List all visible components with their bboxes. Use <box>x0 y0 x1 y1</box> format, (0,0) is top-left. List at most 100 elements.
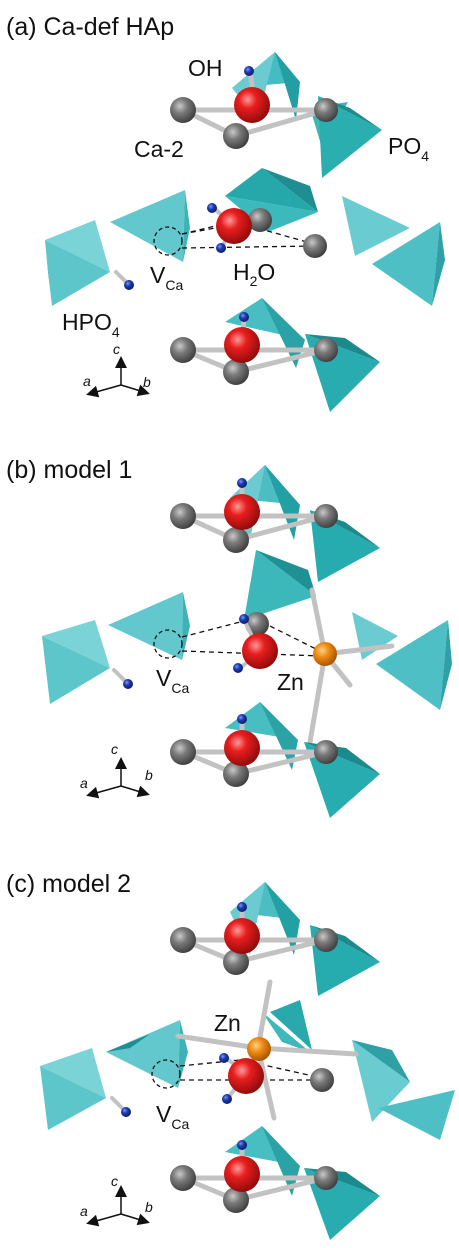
hydrogen-atom <box>239 614 249 624</box>
calcium-vacancy <box>153 226 183 256</box>
axis-triad <box>86 356 150 398</box>
oxygen-atom <box>216 208 252 244</box>
vacancy-dashed-bonds <box>181 619 323 657</box>
hydrogen-atom <box>237 902 247 912</box>
calcium-atom <box>223 1187 249 1213</box>
calcium-atom <box>223 123 249 149</box>
axis-triad <box>86 1185 150 1227</box>
hydrogen-atom <box>219 1053 229 1063</box>
calcium-atom <box>223 359 249 385</box>
hydrogen-atom <box>123 679 133 689</box>
vca-label-main: V <box>150 262 166 288</box>
po4-tetrahedron <box>42 620 110 704</box>
hpo4-label-main: HPO <box>62 309 112 335</box>
h2o-label-o: O <box>257 259 275 285</box>
hydrogen-atom <box>222 1094 232 1104</box>
calcium-atom <box>314 504 338 528</box>
hydrogen-atom <box>239 312 249 322</box>
zn-label: Zn <box>277 669 304 695</box>
calcium-atom <box>314 98 338 122</box>
calcium-atom <box>170 739 196 765</box>
panel-b-title: (b) model 1 <box>6 456 132 484</box>
calcium-vacancy <box>151 1059 181 1089</box>
axis-a-label: a <box>80 775 88 791</box>
hydrogen-atom <box>216 243 226 253</box>
hpo4-tetrahedron <box>45 220 110 306</box>
calcium-atom <box>314 1166 338 1190</box>
h2o-label-sub: 2 <box>250 273 258 289</box>
panel-a: (a) Ca-def HAp <box>6 13 445 412</box>
po4-tetrahedron <box>352 1040 455 1140</box>
po4-tetrahedron <box>110 190 190 262</box>
hydrogen-atom <box>237 714 247 724</box>
axis-a-label: a <box>83 373 91 389</box>
hpo4-label-sub: 4 <box>112 324 120 340</box>
axis-b-label: b <box>145 767 153 783</box>
calcium-atom <box>223 761 249 787</box>
calcium-atom <box>223 527 249 553</box>
calcium-atom <box>170 503 196 529</box>
zinc-atom <box>313 642 337 666</box>
vca-label-sub: Ca <box>171 1116 189 1132</box>
po4-tetrahedron <box>108 592 190 660</box>
panel-a-title: (a) Ca-def HAp <box>6 13 174 41</box>
vca-label-main: V <box>156 1101 172 1127</box>
panel-c: (c) model 2 <box>6 870 455 1240</box>
po4-tetrahedron <box>342 196 445 306</box>
axis-b-label: b <box>145 1199 153 1215</box>
calcium-atom <box>170 97 196 123</box>
hydrogen-atom <box>121 1107 131 1117</box>
hydrogen-atom <box>237 478 247 488</box>
oxygen-atom <box>234 87 270 123</box>
hydrogen-atom <box>237 1140 247 1150</box>
vca-label: VCa <box>156 1101 189 1132</box>
po4-label: PO4 <box>388 133 429 164</box>
axis-c-label: c <box>111 741 118 757</box>
vca-label-sub: Ca <box>165 277 183 293</box>
axis-triad <box>86 757 150 799</box>
vca-label: VCa <box>150 262 183 293</box>
axis-a-label: a <box>80 1203 88 1219</box>
zinc-atom <box>247 1037 271 1061</box>
calcium-atom <box>310 1068 334 1092</box>
calcium-atom <box>223 949 249 975</box>
oxygen-atom <box>224 327 260 363</box>
axis-c-label: c <box>111 1173 118 1189</box>
hydrogen-atom <box>207 203 217 213</box>
po4-tetrahedron <box>106 1020 188 1088</box>
vca-label: VCa <box>156 665 189 696</box>
po4-tetrahedron <box>230 882 300 955</box>
calcium-atom <box>314 928 338 952</box>
calcium-atom <box>170 337 196 363</box>
po4-tetrahedron <box>244 550 316 620</box>
h2o-label: H2O <box>233 259 275 289</box>
po4-label-main: PO <box>388 133 421 159</box>
oh-label: OH <box>188 55 223 81</box>
po4-tetrahedron <box>262 1000 312 1052</box>
po4-tetrahedron <box>40 1048 106 1130</box>
oxygen-atom <box>228 1058 264 1094</box>
vca-label-main: V <box>156 665 172 691</box>
hpo4-label: HPO4 <box>62 309 120 340</box>
calcium-atom <box>303 234 327 258</box>
calcium-vacancy <box>153 629 183 659</box>
calcium-atom <box>170 927 196 953</box>
hydrogen-atom <box>233 663 243 673</box>
calcium-atom <box>314 338 338 362</box>
panel-b: (b) model 1 <box>6 456 452 818</box>
ca2-label: Ca-2 <box>134 136 184 162</box>
hydrogen-atom <box>244 66 254 76</box>
oxygen-atom <box>224 730 260 766</box>
oxygen-atom <box>242 633 278 669</box>
zn-label: Zn <box>214 1010 241 1036</box>
po4-tetrahedron <box>225 168 318 232</box>
po4-label-sub: 4 <box>421 148 429 164</box>
panel-c-title: (c) model 2 <box>6 870 131 898</box>
axis-c-label: c <box>113 341 120 357</box>
h2o-label-h: H <box>233 259 250 285</box>
calcium-atom <box>248 208 272 232</box>
po4-tetrahedron <box>352 612 452 710</box>
calcium-atom <box>170 1165 196 1191</box>
oxygen-atom <box>224 918 260 954</box>
